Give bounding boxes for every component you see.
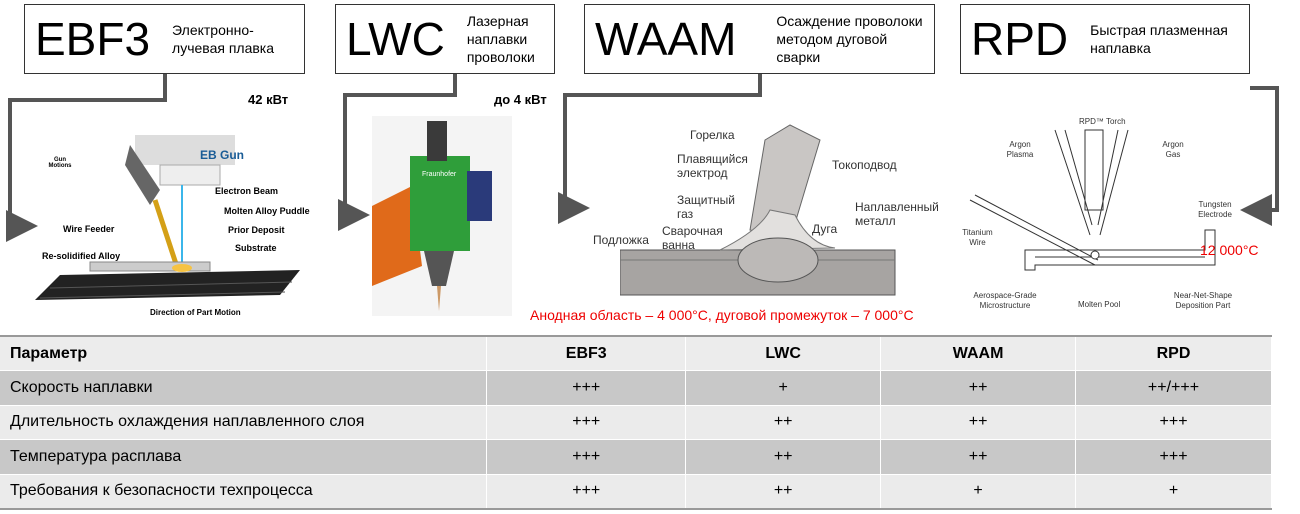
label-resolidified-alloy: Re-solidified Alloy [42,251,121,261]
table-cell: Требования к безопасности техпроцесса [0,474,488,510]
waam-temperatures: Анодная область – 4 000°С, дуговой проме… [530,307,914,323]
table-cell: +++ [1075,439,1272,475]
table-cell: + [685,370,882,406]
process-box-ebf3: EBF3 Электронно-лучевая плавка [24,4,305,74]
label-torch: Горелка [690,128,735,142]
label-argon-gas: Argon Gas [1162,140,1184,159]
table-cell: ++/+++ [1075,370,1272,406]
table-cell: +++ [486,405,687,440]
label-deposited-metal: Наплавленный металл [855,200,939,228]
label-wire-feeder: Wire Feeder [63,224,115,234]
label-molten-pool: Molten Pool [1078,300,1121,309]
ebf3-power: 42 кВт [248,92,289,107]
comparison-table: Параметр EBF3 LWC WAAM RPD Скорость напл… [0,335,1272,510]
table-cell: Длительность охлаждения наплавленного сл… [0,405,488,440]
rpd-illustration [969,129,1216,271]
table-cell: ++ [685,405,882,440]
process-desc: Электронно-лучевая плавка [172,22,275,56]
table-cell: +++ [486,370,687,406]
label-weld-pool: Сварочная ванна [662,224,723,252]
header-cell: EBF3 [486,335,687,371]
label-titanium-wire: Titanium Wire [962,228,993,247]
lwc-power: до 4 кВт [494,92,547,107]
table-row: Скорость наплавки +++ + ++ ++/+++ [0,370,1272,406]
label-microstructure: Aerospace-Grade Microstructure [973,291,1037,310]
label-gun-motions: Gun Motions [48,157,72,169]
process-code: WAAM [595,13,737,65]
table-row: Длительность охлаждения наплавленного сл… [0,405,1272,440]
label-molten-puddle: Molten Alloy Puddle [224,206,310,216]
label-part: Near-Net-Shape Deposition Part [1173,291,1233,310]
process-box-waam: WAAM Осаждение проволоки методом дуговой… [584,4,935,74]
table-cell: + [880,474,1077,510]
process-code: EBF3 [35,13,151,65]
table-cell: ++ [685,474,882,510]
table-cell: Скорость наплавки [0,370,488,406]
process-box-rpd: RPD Быстрая плазменная наплавка [960,4,1250,74]
process-code: RPD [971,13,1069,65]
process-box-lwc: LWC Лазерная наплавки проволоки [335,4,555,74]
label-contact: Токоподвод [832,158,897,172]
label-direction: Direction of Part Motion [150,308,241,317]
table-row: Температура расплава +++ ++ ++ +++ [0,439,1272,475]
table-cell: ++ [880,370,1077,406]
label-electrode: Плавящийся электрод [677,152,748,180]
table-row: Требования к безопасности техпроцесса ++… [0,474,1272,510]
label-shield-gas: Защитный газ [677,193,735,221]
table-cell: ++ [880,439,1077,475]
rpd-temperature: 12 000°С [1200,242,1259,258]
table-header-row: Параметр EBF3 LWC WAAM RPD [0,335,1272,371]
label-rpd-torch: RPD™ Torch [1079,117,1126,126]
ebf3-illustration [35,135,300,300]
label-prior-deposit: Prior Deposit [228,225,285,235]
header-cell: LWC [685,335,882,371]
table-cell: Температура расплава [0,439,488,475]
table-cell: ++ [685,439,882,475]
label-substrate: Substrate [235,243,277,253]
label-arc: Дуга [812,222,838,236]
header-cell: Параметр [0,335,488,371]
process-code: LWC [346,13,445,65]
label-tungsten-electrode: Tungsten Electrode [1198,200,1232,219]
table-cell: +++ [486,439,687,475]
header-cell: RPD [1075,335,1272,371]
table-cell: + [1075,474,1272,510]
label-substrate: Подложка [593,233,649,247]
label-eb-gun: EB Gun [200,148,244,162]
lwc-brand: Fraunhofer [422,171,457,178]
connector-arrows [6,74,1279,242]
process-desc: Быстрая плазменная наплавка [1090,22,1228,56]
table-cell: +++ [1075,405,1272,440]
header-cell: WAAM [880,335,1077,371]
table-cell: ++ [880,405,1077,440]
process-desc: Осаждение проволоки методом дуговой свар… [776,13,923,65]
label-argon-plasma: Argon Plasma [1006,140,1034,159]
waam-illustration [620,124,896,296]
table-cell: +++ [486,474,687,510]
label-electron-beam: Electron Beam [215,186,279,196]
process-desc: Лазерная наплавки проволоки [466,13,535,65]
lwc-photo: Fraunhofer [372,116,512,316]
